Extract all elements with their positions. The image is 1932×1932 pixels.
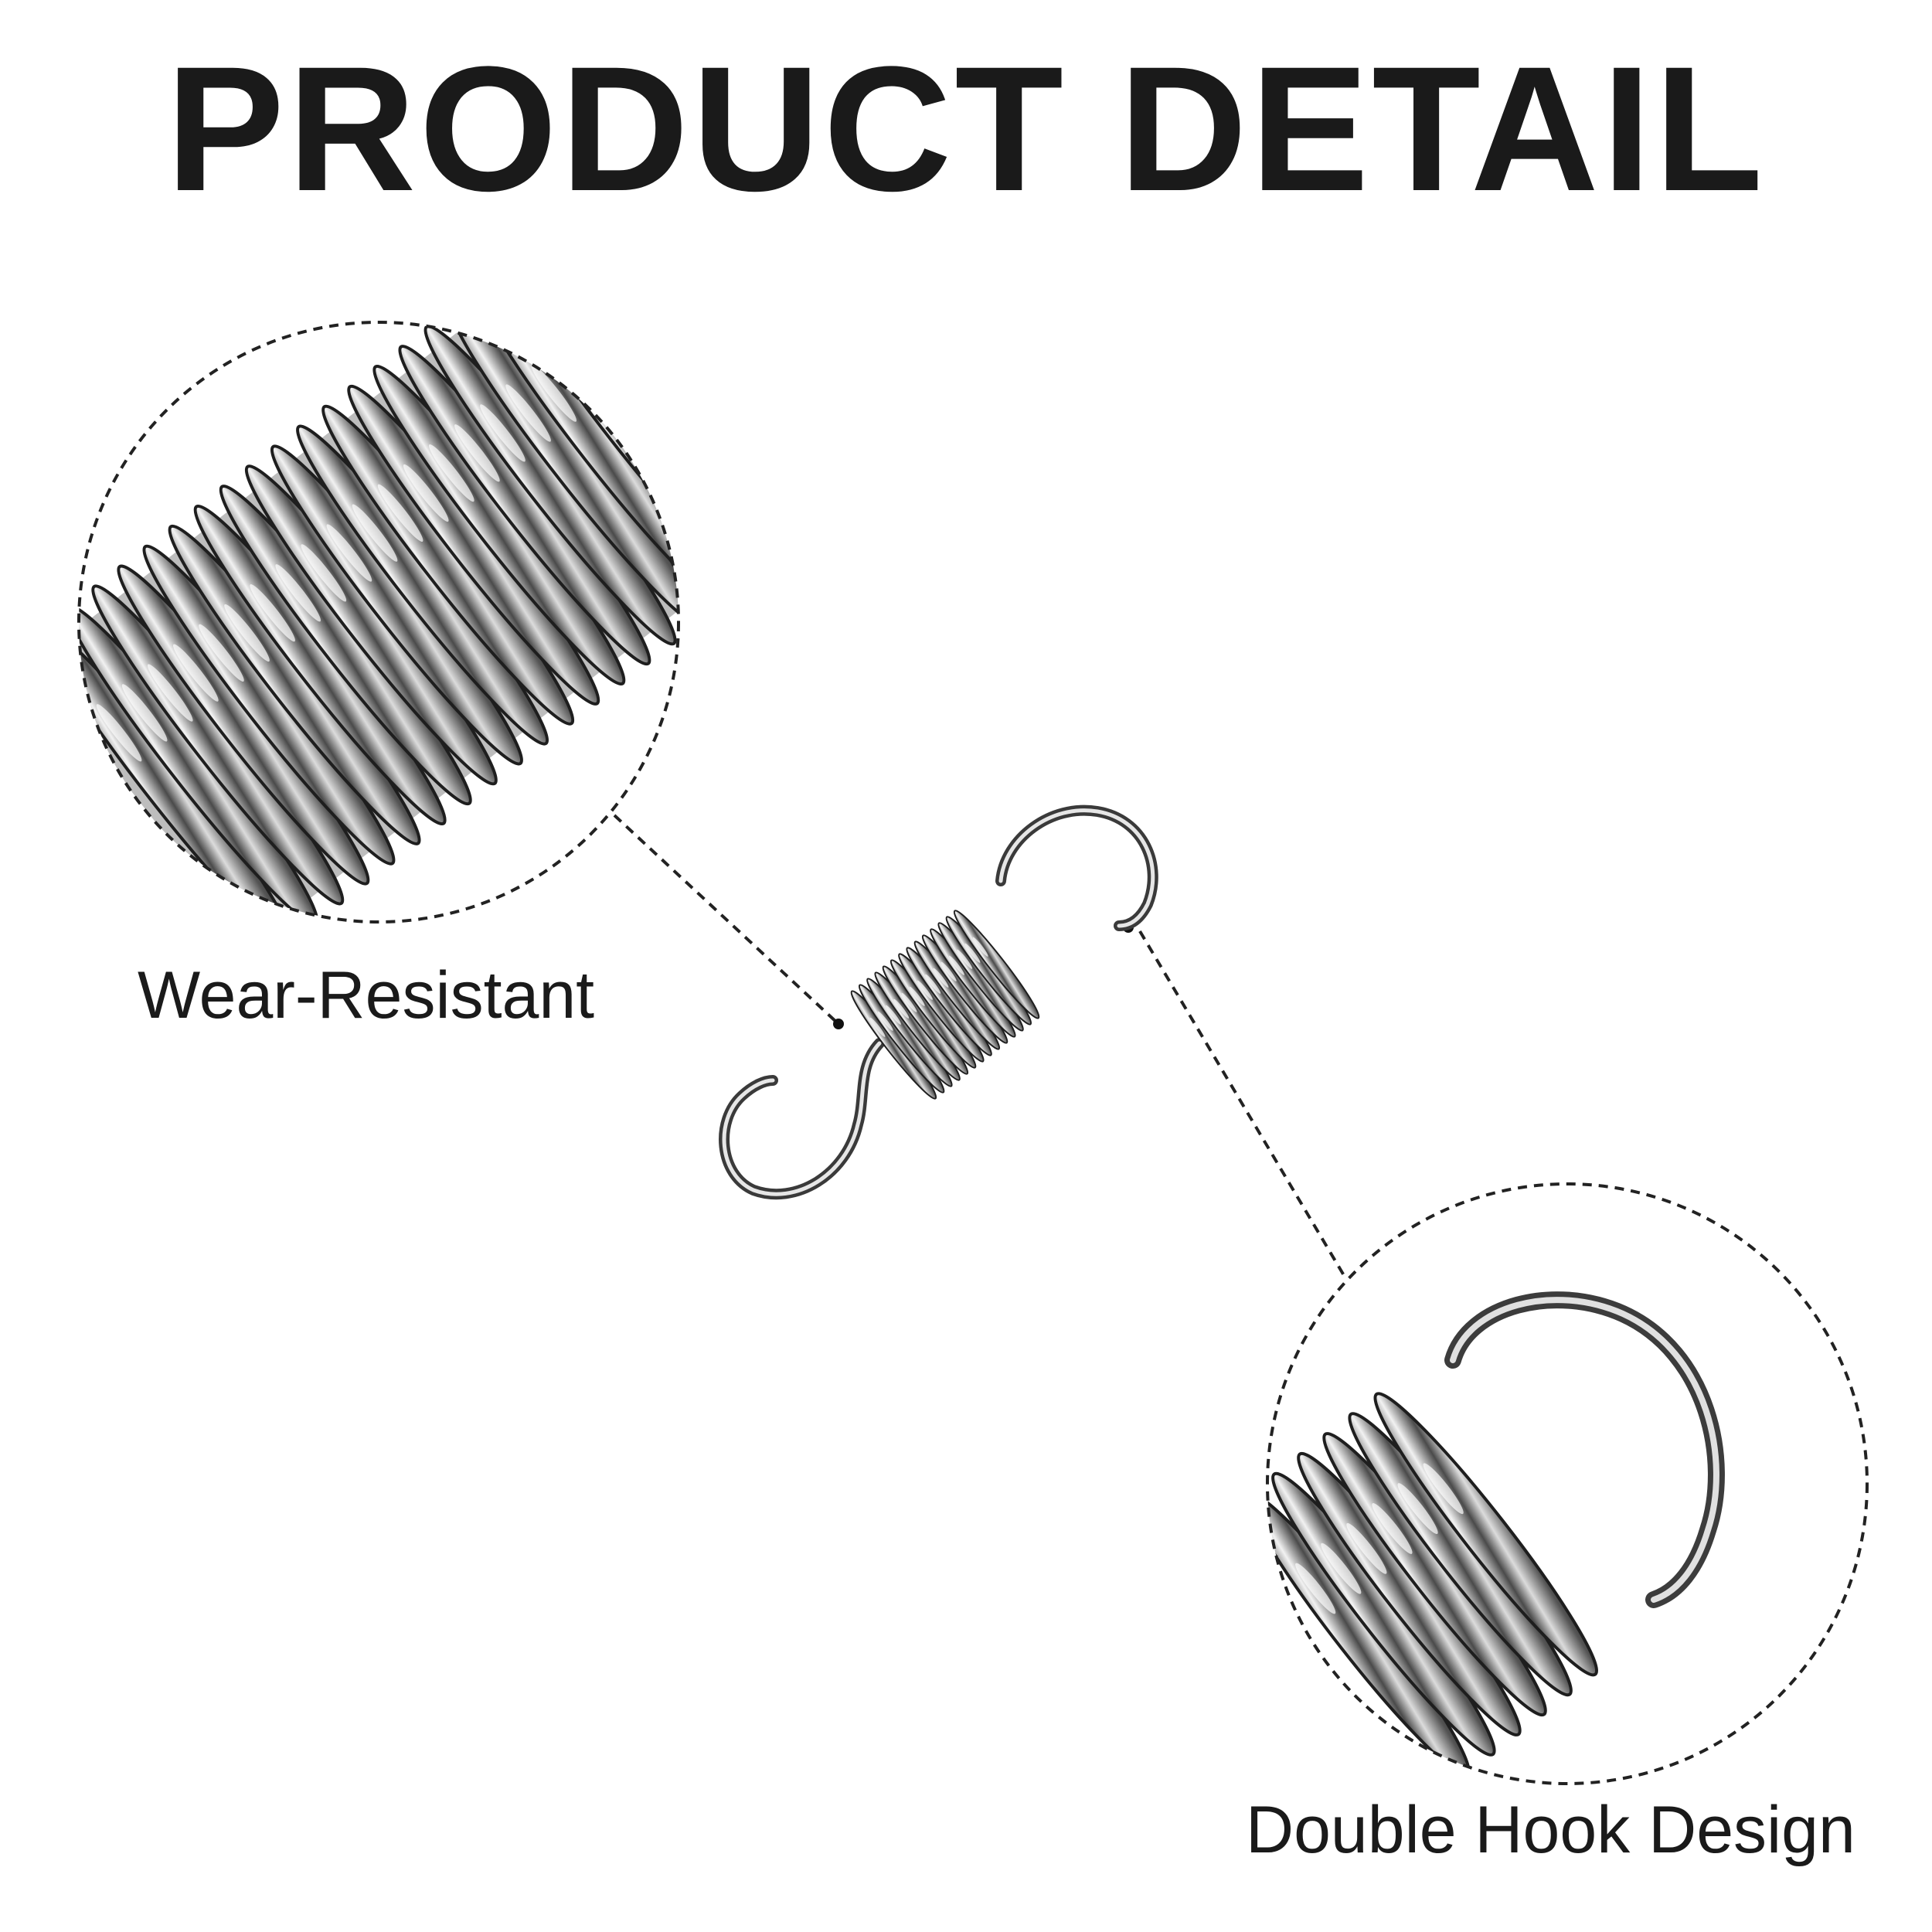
wear-resistant-zoom-circle <box>77 321 680 923</box>
wear-resistant-label: Wear-Resistant <box>138 958 595 1032</box>
coil-highlight <box>901 992 917 1012</box>
coil-turn <box>1373 1392 1599 1677</box>
coil-highlight <box>1423 1463 1464 1515</box>
coil-highlight <box>869 1017 886 1037</box>
coil-highlight <box>893 998 910 1019</box>
wear-leader-line <box>613 814 840 1026</box>
coil-highlight <box>964 943 981 963</box>
coil-highlight <box>121 684 168 742</box>
coil-highlight <box>172 644 219 702</box>
coil-highlight <box>933 968 949 988</box>
spring-hook-closeup-icon <box>1267 1291 1725 1777</box>
coil-highlight <box>454 424 500 482</box>
double-hook-design-label: Double Hook Design <box>1246 1793 1855 1867</box>
spring-coil-closeup-icon <box>79 322 679 922</box>
coil-highlight <box>909 986 925 1006</box>
coil-highlight <box>957 949 973 969</box>
coil-highlight <box>1372 1503 1413 1554</box>
double-hook-zoom-circle <box>1266 1182 1869 1785</box>
coil-highlight <box>925 974 941 994</box>
coil-highlight <box>917 980 933 1000</box>
coil-highlight <box>275 564 321 622</box>
coil-highlight <box>480 404 526 462</box>
coil-highlight <box>582 324 628 383</box>
coil-highlight <box>301 544 347 602</box>
page-title: PRODUCT DETAIL <box>165 29 1767 228</box>
coil-highlight <box>403 464 449 522</box>
coil-highlight <box>531 364 577 422</box>
coil-highlight <box>886 1005 901 1025</box>
coil-highlight <box>224 604 270 662</box>
coil-highlight <box>940 961 957 981</box>
coil-highlight <box>1397 1483 1438 1534</box>
extension-spring-icon <box>719 804 1158 1200</box>
coil-highlight <box>972 937 988 957</box>
coil-highlight <box>377 484 423 542</box>
coil-highlight <box>250 583 295 642</box>
coil-highlight <box>352 504 398 562</box>
coil-highlight <box>1295 1563 1336 1614</box>
coil-turn <box>953 910 1040 1019</box>
coil-highlight <box>877 1011 893 1031</box>
coil-highlight <box>96 704 142 762</box>
coil-highlight <box>428 444 474 502</box>
coil-highlight <box>1346 1522 1387 1574</box>
coil-highlight <box>505 384 551 442</box>
coil-highlight <box>1321 1543 1362 1594</box>
coil-highlight <box>147 664 193 722</box>
coil-highlight <box>199 624 244 682</box>
wear-leader-dot <box>833 1019 844 1029</box>
coil-highlight <box>326 524 372 582</box>
coil-highlight <box>948 955 964 975</box>
hook-leader-line <box>1138 930 1346 1278</box>
